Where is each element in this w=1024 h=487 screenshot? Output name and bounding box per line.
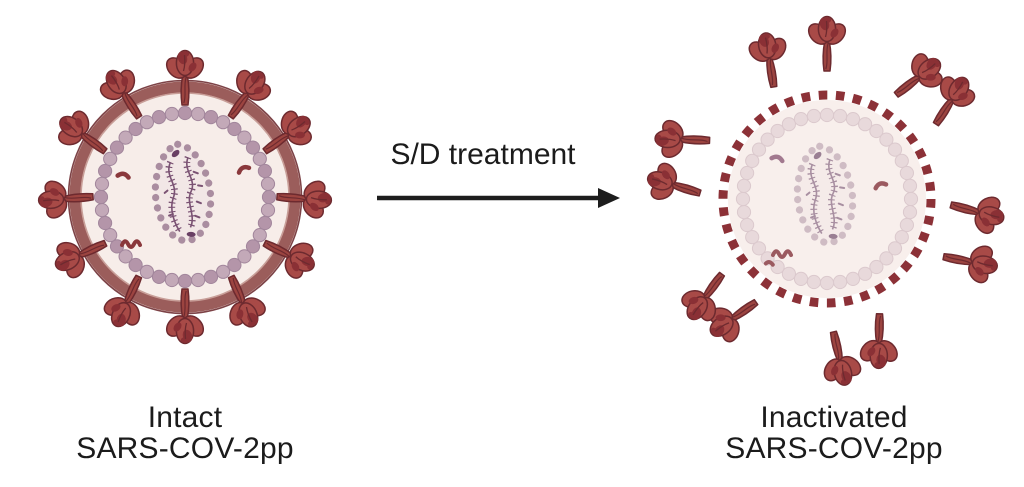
spike-protein xyxy=(37,180,94,219)
intact-virus-label: Intact SARS-COV-2pp xyxy=(25,402,345,464)
spike-protein xyxy=(681,271,726,322)
arrow-head xyxy=(598,188,620,208)
inactivated-virus-label-line1: Inactivated xyxy=(760,401,908,434)
spike-protein-glyph xyxy=(949,196,1005,235)
spike-protein-glyph xyxy=(859,313,898,370)
spike-protein xyxy=(227,69,272,120)
spike-protein-glyph xyxy=(942,245,998,284)
spike-protein xyxy=(823,330,862,386)
spike-protein xyxy=(942,245,998,284)
protein-fragment xyxy=(763,260,775,267)
spike-protein-glyph xyxy=(932,76,976,127)
spike-protein xyxy=(646,162,702,201)
spike-protein-glyph xyxy=(262,110,312,155)
spike-protein-glyph xyxy=(646,162,702,201)
spike-protein xyxy=(54,239,108,279)
nucleocapsid xyxy=(151,140,215,245)
protein-fragment xyxy=(115,171,131,180)
spike-protein xyxy=(262,110,312,155)
spike-protein-glyph xyxy=(681,271,726,322)
inactivated-virus-label: Inactivated SARS-COV-2pp xyxy=(674,402,994,464)
spike-protein xyxy=(932,76,976,127)
protein-fragment xyxy=(236,164,252,175)
matrix-bead-ring xyxy=(93,105,277,289)
spike-protein-glyph xyxy=(227,69,272,120)
spike-protein xyxy=(748,32,787,89)
spike-protein xyxy=(58,110,108,155)
spike-protein-glyph xyxy=(654,119,711,159)
inactivated-virus-illustration xyxy=(646,15,1005,386)
intact-virus-illustration xyxy=(37,49,333,345)
spike-protein xyxy=(227,274,266,328)
spike-protein-glyph xyxy=(58,110,108,155)
protein-fragment xyxy=(873,181,889,191)
spike-protein xyxy=(807,15,847,72)
matrix-bead-ring xyxy=(735,107,919,291)
protein-fragment xyxy=(769,154,785,164)
spike-protein-glyph xyxy=(99,69,143,120)
spike-protein xyxy=(949,196,1005,235)
intact-virus-label-line2: SARS-COV-2pp xyxy=(76,432,294,465)
spike-protein xyxy=(99,69,143,120)
spike-protein-glyph xyxy=(165,49,205,106)
spike-protein xyxy=(859,313,898,370)
protein-fragment xyxy=(120,239,142,249)
treatment-label: S/D treatment xyxy=(390,138,576,171)
protein-fragment xyxy=(771,249,793,259)
spike-protein-glyph xyxy=(748,32,787,89)
spike-protein-glyph xyxy=(165,288,205,345)
spike-protein xyxy=(654,119,711,159)
arrow-right-icon xyxy=(377,188,620,208)
intact-virus-label-line1: Intact xyxy=(147,401,223,434)
spike-protein-glyph xyxy=(276,180,333,219)
spike-protein-glyph xyxy=(262,239,315,279)
spike-protein-glyph xyxy=(823,330,862,386)
spike-protein-glyph xyxy=(807,15,847,72)
spike-protein xyxy=(103,274,143,328)
spike-protein xyxy=(165,288,205,345)
spike-protein-glyph xyxy=(54,239,108,279)
spike-protein xyxy=(262,239,315,279)
spike-protein xyxy=(276,180,333,219)
inactivated-virus-label-line2: SARS-COV-2pp xyxy=(725,432,943,465)
spike-protein-glyph xyxy=(103,274,143,328)
nucleocapsid xyxy=(793,142,857,247)
spike-protein-glyph xyxy=(37,180,94,219)
spike-protein-glyph xyxy=(893,53,943,98)
disrupted-envelope xyxy=(718,90,936,308)
spike-protein xyxy=(165,49,205,106)
spike-protein-glyph xyxy=(227,274,266,328)
spike-protein xyxy=(893,53,943,98)
